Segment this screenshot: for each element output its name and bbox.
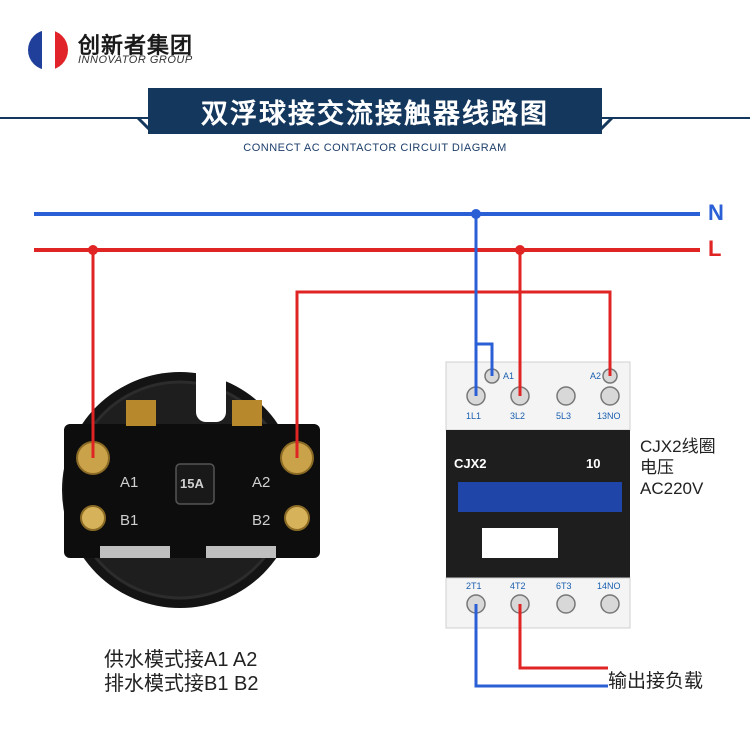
terminal-2t1: 2T1 [466, 581, 482, 591]
coil-terminal-a2: A2 [590, 371, 602, 381]
terminal-3l2: 3L2 [510, 411, 526, 421]
switch-terminal-a1: A1 [120, 474, 139, 491]
brand-name-en: INNOVATOR GROUP [78, 54, 193, 66]
contactor-model: CJX2 [454, 456, 487, 471]
coil-note-line3: AC220V [640, 479, 704, 498]
neutral-label: N [708, 200, 724, 225]
switch-terminal-b2: B2 [252, 512, 271, 529]
france-flag-logo [28, 30, 68, 70]
output-load-note: 输出接负载 [608, 671, 704, 692]
mode-note: 供水模式接A1 A2 排水模式接B1 B2 [104, 648, 258, 696]
terminal-6t3: 6T3 [556, 581, 572, 591]
switch-terminal-b1: B1 [120, 512, 139, 529]
terminal-5l3: 5L3 [556, 411, 572, 421]
terminal-4t2: 4T2 [510, 581, 526, 591]
terminal-1l1: 1L1 [466, 411, 482, 421]
terminal-13no: 13NO [597, 411, 621, 421]
brand-name-cn: 创新者集团 [78, 33, 194, 58]
switch-terminal-a2: A2 [252, 474, 271, 491]
wire-switch-a2-to-coil [295, 290, 612, 458]
page-subtitle: CONNECT AC CONTACTOR CIRCUIT DIAGRAM [243, 142, 507, 154]
coil-note-line2: 电压 [640, 458, 674, 477]
coil-note-line1: CJX2线圈 [640, 437, 716, 456]
coil-terminal-a1: A1 [503, 371, 515, 381]
mode-drain-note: 排水模式接B1 B2 [104, 673, 259, 695]
wire-neutral-to-coil-a1 [476, 342, 494, 376]
coil-voltage-note: CJX2线圈 电压 AC220V [640, 436, 716, 499]
wire-2t1-output [474, 604, 608, 688]
float-switch [62, 362, 320, 608]
live-label: L [708, 236, 722, 261]
contactor-number: 10 [586, 456, 601, 471]
switch-rating: 15A [180, 476, 204, 491]
wire-4t2-output [518, 604, 608, 670]
terminal-14no: 14NO [597, 581, 621, 591]
mode-supply-note: 供水模式接A1 A2 [104, 649, 258, 671]
page-title: 双浮球接交流接触器线路图 [148, 88, 602, 134]
